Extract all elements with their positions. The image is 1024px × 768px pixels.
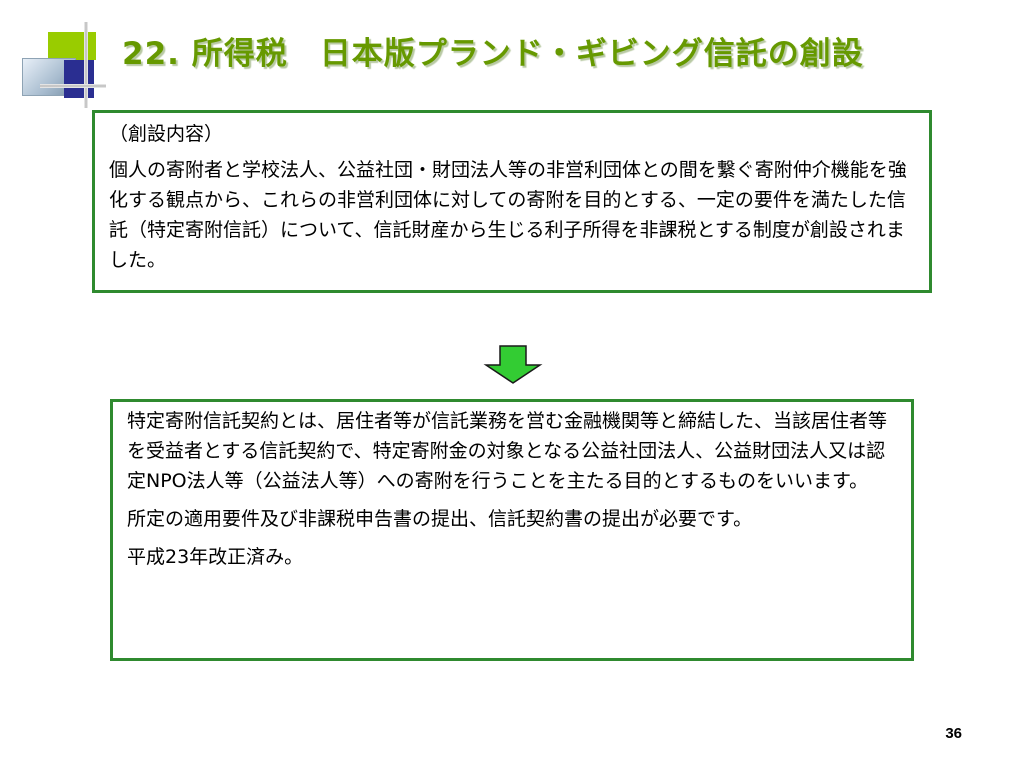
creation-details-heading: （創設内容） [109,123,224,145]
logo-vertical-line [84,22,88,108]
trust-definition-box: 特定寄附信託契約とは、居住者等が信託業務を営む金融機関等と締結した、当該居住者等… [110,399,914,661]
trust-definition-text: 特定寄附信託契約とは、居住者等が信託業務を営む金融機関等と締結した、当該居住者等… [127,410,888,492]
creation-details-box: （創設内容） 個人の寄附者と学校法人、公益社団・財団法人等の非営利団体との間を繋… [92,110,932,293]
arrow-down-icon [483,345,543,384]
logo-blue-square [64,60,94,98]
creation-details-text: 個人の寄附者と学校法人、公益社団・財団法人等の非営利団体との間を繋ぐ寄附仲介機能… [109,159,907,271]
corner-logo-icon [0,0,110,110]
page-number: 36 [945,725,962,742]
logo-green-square [48,32,96,60]
revision-note-text: 平成23年改正済み。 [127,546,304,568]
logo-horizontal-line [40,84,106,88]
requirements-text: 所定の適用要件及び非課税申告書の提出、信託契約書の提出が必要です。 [127,508,753,530]
slide-title: 22. 所得税 日本版プランド・ギビング信託の創設 [122,36,864,72]
